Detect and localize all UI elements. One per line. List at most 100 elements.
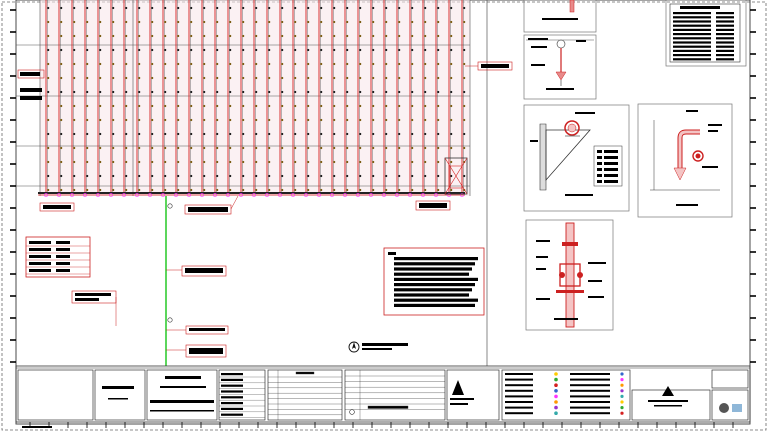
sprinkler-head — [333, 48, 336, 52]
sprinkler-head — [125, 104, 128, 108]
sprinkler-head — [411, 20, 414, 24]
bracket-table-value — [604, 156, 618, 159]
sprinkler-head — [333, 6, 336, 10]
sprinkler-head — [190, 34, 193, 38]
sprinkler-head — [320, 104, 323, 108]
sprinkler-head — [99, 146, 102, 150]
sprinkler-head — [424, 76, 427, 80]
main-fitting — [226, 193, 230, 197]
detail-riser-valve — [525, 219, 614, 331]
legend-value — [716, 20, 734, 23]
sprinkler-head — [411, 160, 414, 164]
legend-value — [716, 54, 734, 57]
sprinkler-head — [229, 146, 232, 150]
note-line — [394, 288, 472, 292]
main-pipe-fittings — [44, 193, 464, 197]
sprinkler-head — [450, 62, 453, 66]
bottom-left-stripe — [22, 426, 52, 428]
tb-legend-symbol — [554, 377, 558, 382]
sprinkler-head — [268, 76, 271, 80]
legend-value — [716, 16, 734, 19]
sprinkler-head — [47, 6, 50, 10]
sprinkler-head — [450, 20, 453, 24]
sprinkler-head — [255, 188, 258, 192]
sprinkler-head — [359, 188, 362, 192]
client-name — [367, 405, 409, 409]
sprinkler-head — [359, 104, 362, 108]
tb-legend-desc — [570, 395, 610, 398]
sprinkler-head — [125, 146, 128, 150]
sprinkler-head — [242, 34, 245, 38]
sprinkler-head — [60, 48, 63, 52]
sprinkler-head — [268, 90, 271, 94]
sprinkler-head — [112, 90, 115, 94]
sheet-frame — [15, 0, 751, 425]
sprinkler-head — [138, 20, 141, 24]
sprinkler-head — [255, 174, 258, 178]
left-table-value — [56, 255, 70, 258]
sprinkler-head — [268, 6, 271, 10]
tb-legend-symbol-2 — [620, 394, 624, 398]
legend-value — [716, 28, 734, 31]
sprinkler-head — [151, 48, 154, 52]
sprinkler-head — [151, 174, 154, 178]
main-fitting — [369, 193, 373, 197]
sheet-info-label — [221, 407, 243, 410]
sprinkler-head — [203, 48, 206, 52]
sprinkler-head — [437, 132, 440, 136]
sprinkler-head — [437, 90, 440, 94]
sprinkler-head — [112, 76, 115, 80]
bracket-table-value — [604, 162, 618, 165]
sprinkler-head — [320, 34, 323, 38]
sprinkler-head — [138, 48, 141, 52]
sprinkler-head — [112, 34, 115, 38]
main-fitting — [291, 193, 295, 197]
sprinkler-head — [424, 132, 427, 136]
left-table-key — [29, 255, 51, 258]
sprinkler-head — [281, 34, 284, 38]
sprinkler-head — [294, 132, 297, 136]
sprinkler-head — [203, 118, 206, 122]
main-fitting — [356, 193, 360, 197]
sprinkler-head — [177, 34, 180, 38]
sprinkler-head — [372, 160, 375, 164]
sprinkler-head — [424, 118, 427, 122]
sprinkler-head — [112, 146, 115, 150]
legend-label — [673, 41, 711, 44]
sprinkler-head — [138, 146, 141, 150]
left-table-key — [29, 248, 51, 251]
sprinkler-head — [203, 132, 206, 136]
sprinkler-head — [385, 34, 388, 38]
tb-legend-symbol — [554, 389, 558, 393]
sprinkler-head — [242, 118, 245, 122]
sprinkler-head — [86, 132, 89, 136]
sprinkler-head — [268, 20, 271, 24]
sprinkler-head — [320, 132, 323, 136]
sprinkler-head — [164, 76, 167, 80]
sprinkler-head — [73, 6, 76, 10]
sprinkler-head — [242, 174, 245, 178]
sprinkler-head — [281, 6, 284, 10]
sprinkler-head — [294, 20, 297, 24]
sprinkler-head — [86, 62, 89, 66]
main-fitting — [135, 193, 139, 197]
sprinkler-head — [190, 48, 193, 52]
left-table-value — [56, 241, 70, 244]
main-fitting — [278, 193, 282, 197]
sprinkler-head — [424, 90, 427, 94]
tb-legend-symbol-2 — [620, 400, 624, 404]
sprinkler-head — [281, 48, 284, 52]
sprinkler-head — [281, 90, 284, 94]
sprinkler-head — [151, 6, 154, 10]
sprinkler-head — [73, 160, 76, 164]
legend-label — [673, 12, 711, 15]
sprinkler-head — [112, 160, 115, 164]
sprinkler-head — [450, 104, 453, 108]
sprinkler-head — [86, 146, 89, 150]
sprinkler-head — [164, 6, 167, 10]
sprinkler-head — [151, 62, 154, 66]
tb-legend-label — [505, 389, 533, 392]
sprinkler-head — [307, 34, 310, 38]
sprinkler-head — [450, 174, 453, 178]
sprinkler-head — [437, 104, 440, 108]
